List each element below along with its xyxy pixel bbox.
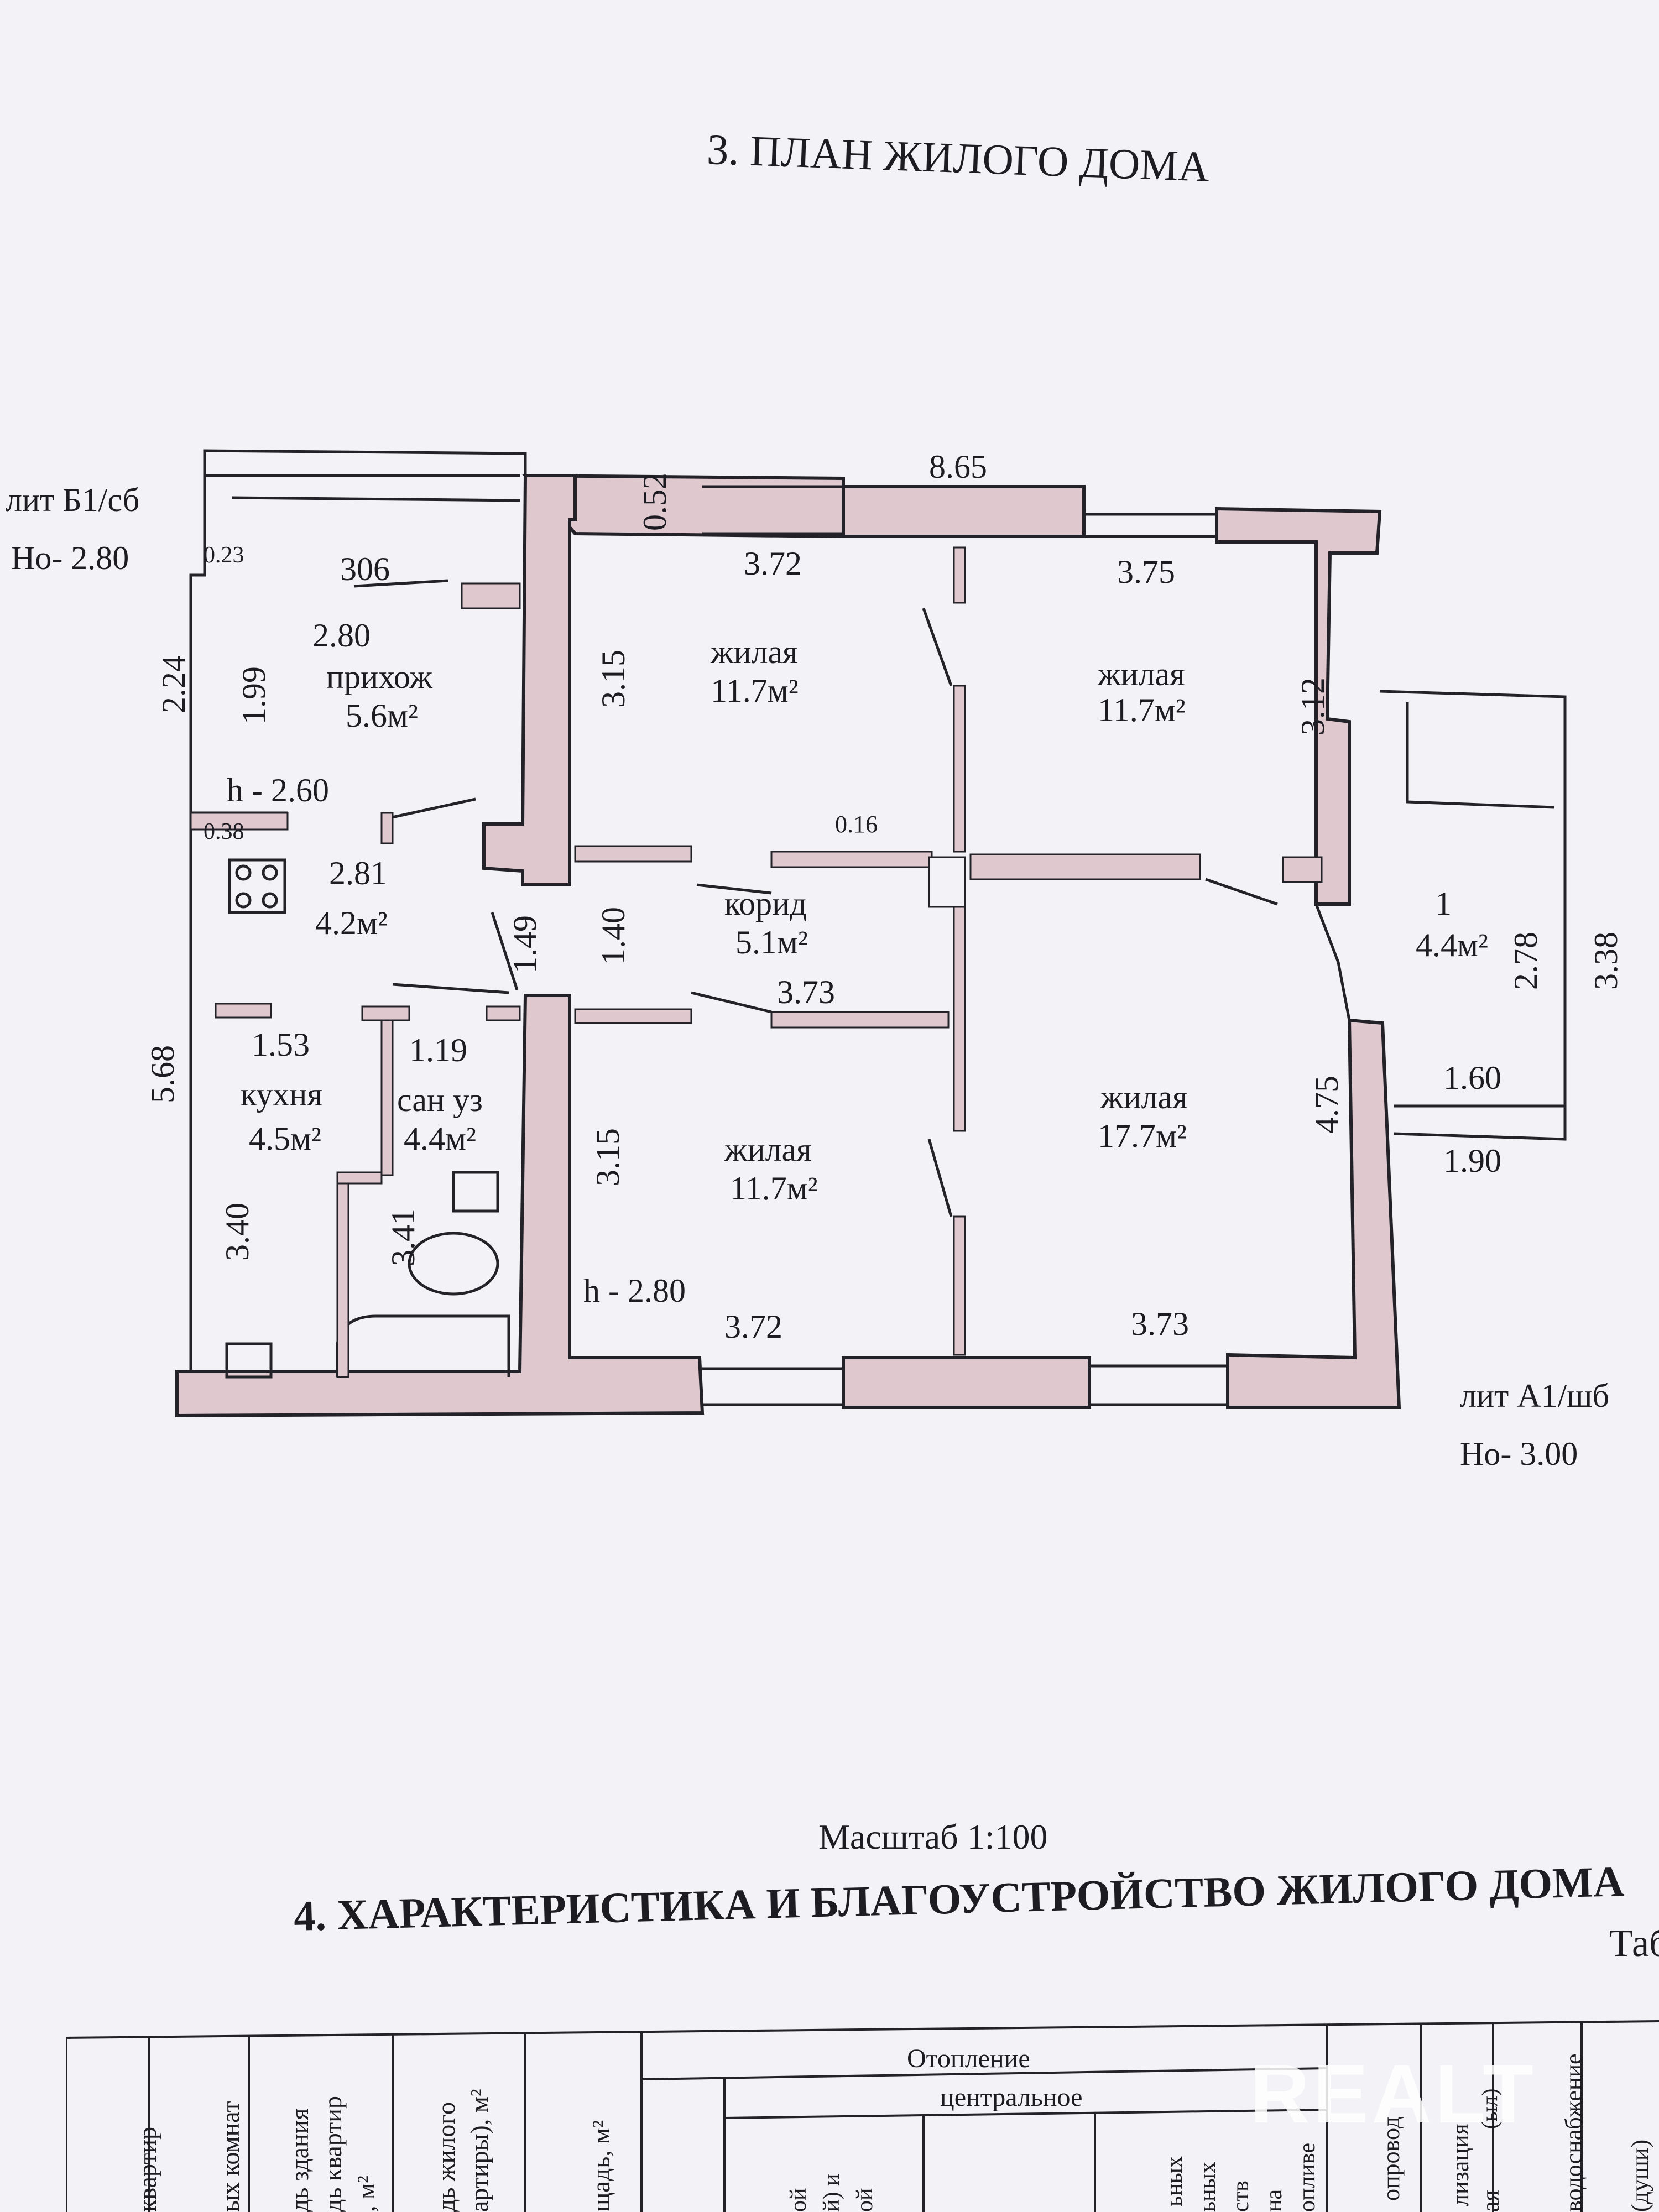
- dim-280: 2.80: [312, 617, 371, 654]
- table-header-area-unit: , м²: [352, 2176, 380, 2212]
- lit-b-height: Но- 2.80: [11, 540, 129, 576]
- table-header-area: щадь, м²: [587, 2120, 615, 2212]
- table-header-rooms: ых комнат: [216, 2101, 244, 2212]
- dim-119: 1.19: [409, 1032, 467, 1068]
- dim-340: 3.40: [219, 1203, 255, 1261]
- lit-a-label: лит А1/шб: [1460, 1378, 1609, 1414]
- dim-140: 1.40: [595, 907, 632, 965]
- table-header-shower: (души): [1626, 2139, 1653, 2212]
- dim-160: 1.60: [1443, 1060, 1501, 1096]
- table-header-sewer-type: ая: [1477, 2190, 1504, 2212]
- room-living-bl-area: 11.7м²: [730, 1170, 818, 1207]
- dim-149: 1.49: [507, 915, 543, 973]
- table-header-apartments-area: дь квартир: [319, 2096, 347, 2212]
- room-veranda-name: 1: [1435, 885, 1452, 922]
- room-corridor-area: 5.1м²: [735, 924, 808, 961]
- table-subheader-2b: ьных: [1195, 2162, 1220, 2212]
- boiler: [225, 1342, 273, 1379]
- table-subheader-1a: ой: [786, 2188, 811, 2212]
- dim-023: 0.23: [204, 542, 244, 568]
- ceiling-height-annex: h - 2.60: [227, 772, 329, 808]
- bath-heater: [452, 1171, 499, 1213]
- dim-306: 306: [340, 551, 390, 587]
- table-subheader-1b: й) и: [819, 2173, 844, 2212]
- lit-a-height: Но- 3.00: [1460, 1436, 1578, 1472]
- table-subheader-3b: опливе: [1295, 2142, 1320, 2212]
- dim-475: 4.75: [1308, 1076, 1345, 1134]
- house-wall-ne: [1215, 507, 1382, 906]
- room-living-tl-name: жилая: [711, 634, 798, 670]
- table-subheader-2a: ьных: [1162, 2156, 1187, 2206]
- room-living-br-area: 17.7м²: [1098, 1118, 1187, 1154]
- room-kitchen-name: кухня: [241, 1076, 323, 1113]
- room-veranda-area: 4.4м²: [1416, 927, 1488, 963]
- table-grid: [66, 2020, 1659, 2212]
- room-living-tr-name: жилая: [1098, 656, 1185, 692]
- dim-341: 3.41: [385, 1208, 421, 1266]
- dim-373-bottom: 3.73: [1131, 1306, 1189, 1342]
- dim-338: 3.38: [1588, 932, 1624, 990]
- section4-title: 4. ХАРАКТЕРИСТИКА И БЛАГОУСТРОЙСТВО ЖИЛО…: [293, 1857, 1625, 1940]
- dim-016: 0.16: [835, 811, 878, 838]
- room-living-br-name: жилая: [1100, 1079, 1188, 1115]
- room-kitchen-top-area: 4.2м²: [315, 905, 388, 941]
- dim-190: 1.90: [1443, 1142, 1501, 1179]
- house-wall-east-lower: [1226, 1018, 1401, 1409]
- realt-watermark: REALT: [1250, 2047, 1537, 2140]
- floor-plan: [175, 449, 1567, 1418]
- room-corridor-name: корид: [724, 885, 807, 922]
- house-wall-west: [482, 474, 577, 886]
- dim-278: 2.78: [1507, 932, 1544, 990]
- dim-312: 3.12: [1295, 677, 1331, 735]
- characteristics-table: Отопление центральное квартир ых комнат …: [66, 1991, 1659, 2212]
- wall-block-top-mid: [842, 485, 1086, 538]
- dim-375: 3.75: [1117, 554, 1175, 590]
- wall-block-bottom-mid: [842, 1356, 1091, 1409]
- table-header-living-area-unit: артиры), м²: [465, 2089, 493, 2212]
- dim-315-bottom: 3.15: [589, 1128, 626, 1186]
- dim-315-top: 3.15: [595, 650, 632, 708]
- table-header-living-area: дь жилого: [432, 2102, 460, 2212]
- dim-224: 2.24: [155, 655, 192, 713]
- dim-568: 5.68: [144, 1045, 181, 1103]
- table-subheader-1c: ой: [852, 2188, 878, 2212]
- section4-table-label: Таб: [1609, 1922, 1659, 1965]
- lit-b-label: лит Б1/сб: [6, 482, 140, 518]
- dim-281: 2.81: [329, 855, 387, 891]
- scale-label: Масштаб 1:100: [818, 1817, 1048, 1856]
- dim-038: 0.38: [204, 819, 244, 844]
- table-header-apartments: квартир: [133, 2127, 161, 2212]
- room-bath-area: 4.4м²: [404, 1120, 476, 1157]
- dim-153: 1.53: [252, 1026, 310, 1063]
- partition-vertical-upper: [953, 685, 966, 853]
- table-header-central: центральное: [940, 2083, 1083, 2112]
- room-hall-name: прихож: [326, 659, 432, 695]
- room-living-tr-area: 11.7м²: [1098, 692, 1186, 728]
- bathtub: [336, 1314, 510, 1377]
- partition-vertical-lower: [953, 903, 966, 1132]
- table-header-heating: Отопление: [907, 2044, 1030, 2073]
- room-living-tl-area: 11.7м²: [711, 672, 799, 709]
- dim-373-mid: 3.73: [777, 974, 835, 1010]
- table-header-hotwater: водоснабжение: [1560, 2053, 1587, 2212]
- ceiling-height-house: h - 2.80: [583, 1272, 686, 1309]
- dim-372-bottom: 3.72: [724, 1308, 782, 1345]
- table-subheader-2c: ств: [1228, 2180, 1254, 2212]
- dim-199: 1.99: [236, 666, 272, 724]
- house-wall-sw: [175, 994, 705, 1418]
- dim-052: 0.52: [637, 473, 673, 531]
- table-subheader-3a: на: [1261, 2189, 1287, 2212]
- dim-372-top: 3.72: [744, 545, 802, 582]
- room-living-bl-name: жилая: [724, 1131, 812, 1168]
- room-hall-area: 5.6м²: [346, 697, 418, 734]
- table-header-building-area: дь здания: [285, 2108, 314, 2212]
- toilet: [408, 1232, 499, 1296]
- room-kitchen-area: 4.5м²: [249, 1120, 321, 1157]
- room-bath-name: сан уз: [397, 1082, 483, 1118]
- dim-865: 8.65: [929, 448, 987, 485]
